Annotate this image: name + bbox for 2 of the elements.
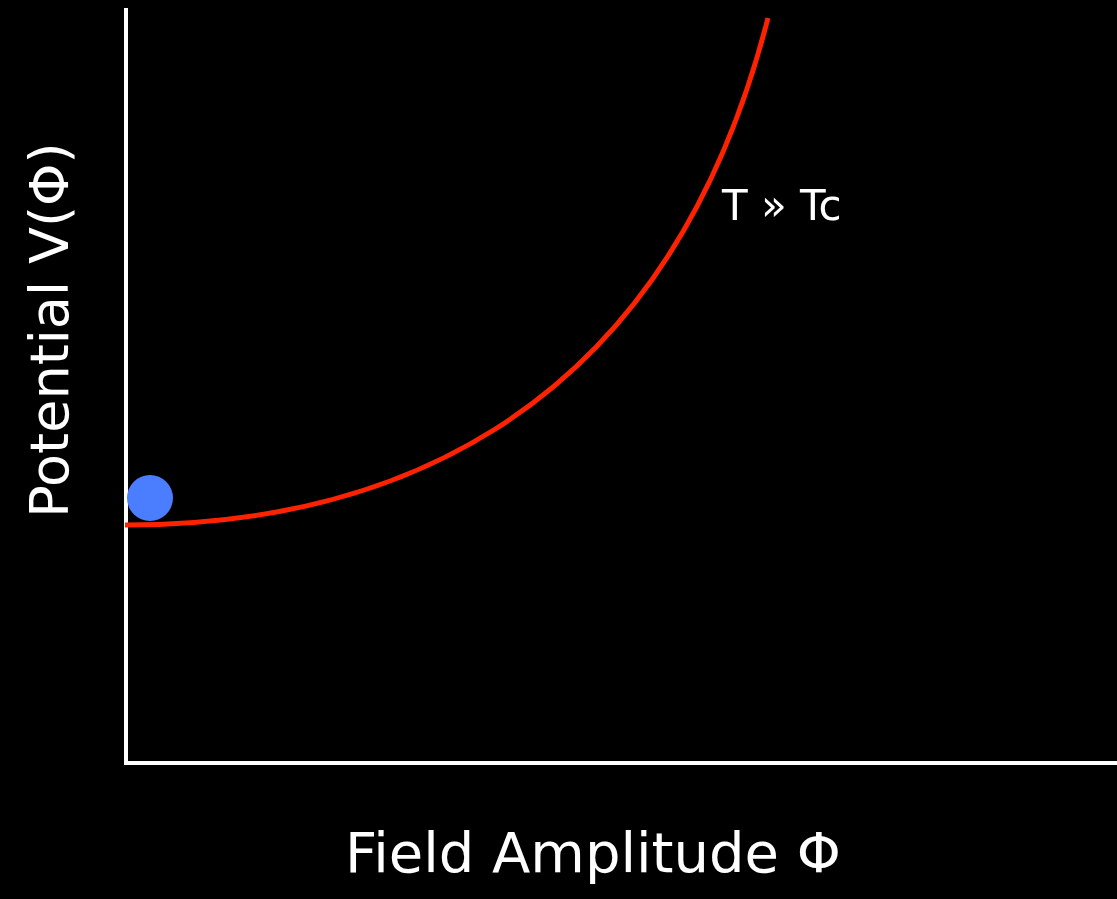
curve-label: T » Tc: [722, 185, 842, 227]
y-axis-label: Potential V(Φ): [23, 142, 77, 518]
